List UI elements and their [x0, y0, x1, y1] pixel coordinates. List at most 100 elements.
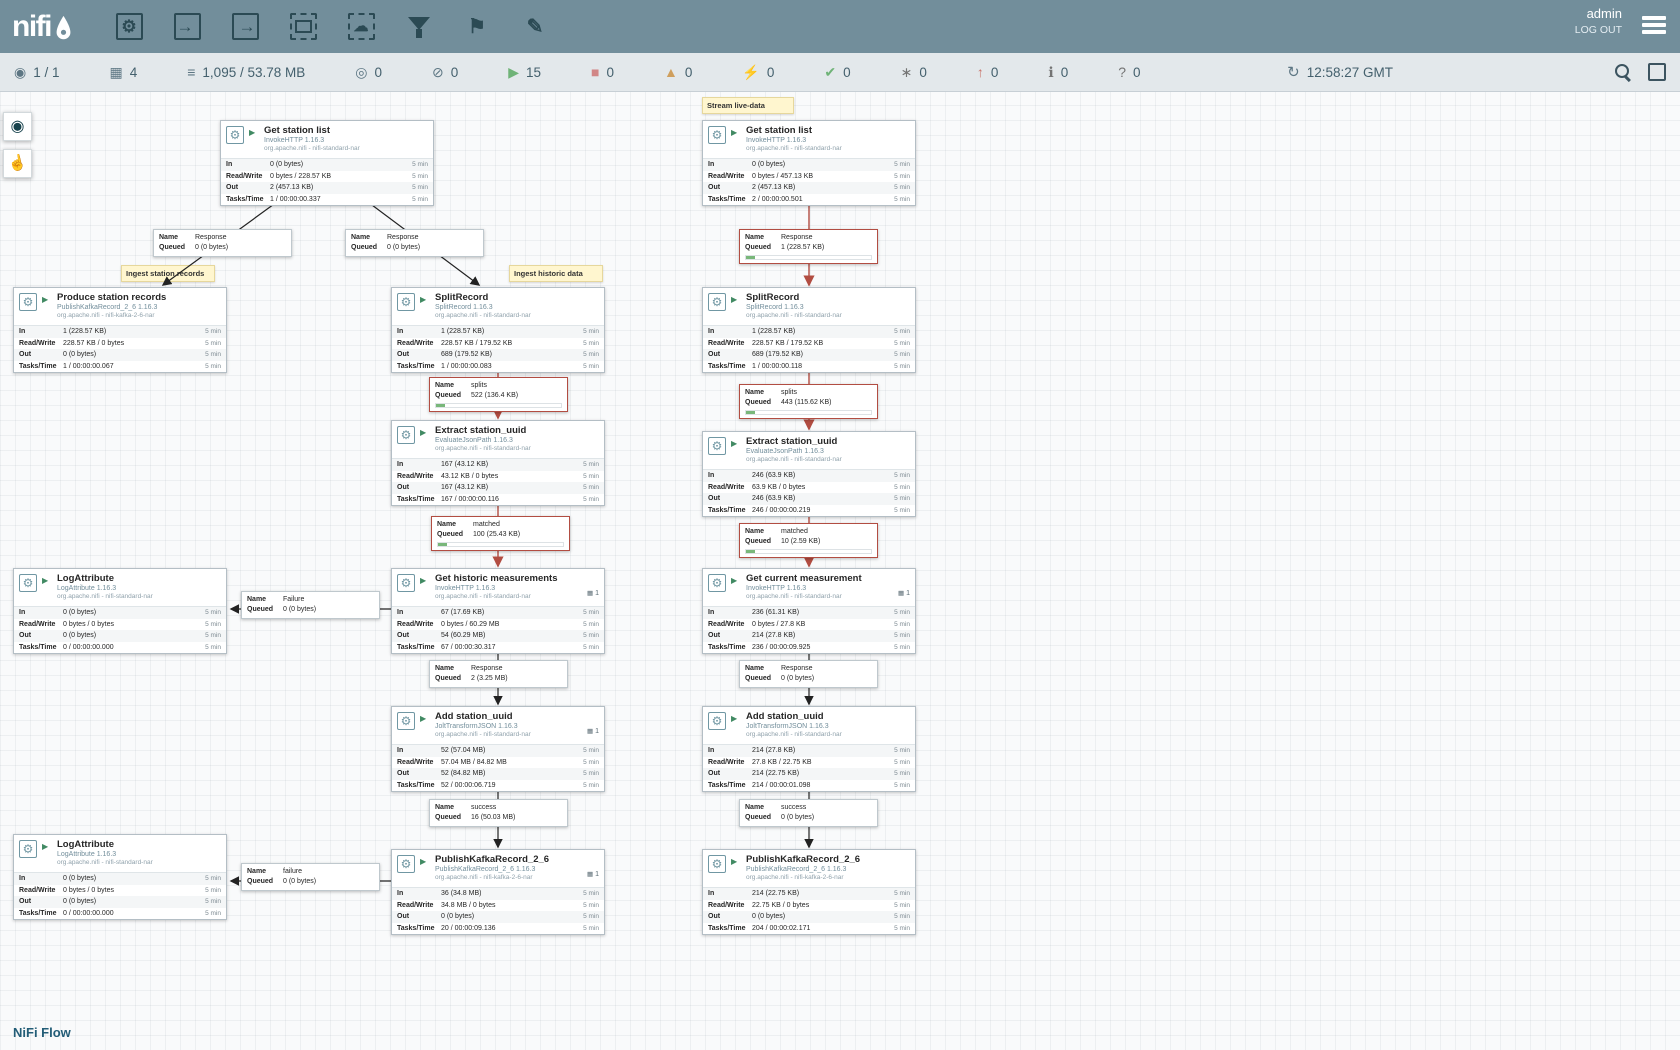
connection-name-key: Name: [745, 388, 781, 398]
stat-label: Out: [708, 770, 752, 777]
stat-value: 57.04 MB / 84.82 MB: [441, 759, 507, 766]
toolbar-label-button[interactable]: ✎: [517, 7, 553, 47]
stat-window: 5 min: [583, 328, 599, 335]
processor-titles: PublishKafkaRecord_2_6 PublishKafkaRecor…: [746, 854, 910, 884]
status-sync-failure-versions: ? 0: [1118, 65, 1140, 80]
stat-row: Read/Write 22.75 KB / 0 bytes 5 min: [703, 900, 915, 912]
stat-value: 1 / 00:00:00.083: [441, 363, 492, 370]
connection-queued-key: Queued: [247, 605, 283, 615]
connection-label[interactable]: Name Response Queued 0 (0 bytes): [739, 660, 878, 688]
stat-window: 5 min: [583, 363, 599, 370]
processor-node[interactable]: ⚙ ▶ Extract station_uuid EvaluateJsonPat…: [702, 431, 916, 517]
connection-label[interactable]: Name failure Queued 0 (0 bytes): [241, 863, 380, 891]
connection-queued-value: 16 (50.03 MB): [471, 813, 515, 823]
processor-type-icon: ⚙: [19, 840, 37, 858]
logout-link[interactable]: LOG OUT: [1575, 24, 1622, 36]
connection-name-value: Response: [781, 664, 813, 674]
logo-text: nifi: [12, 12, 51, 42]
connection-queued-value: 100 (25.43 KB): [473, 530, 520, 540]
stat-window: 5 min: [583, 621, 599, 628]
processor-type: InvokeHTTP 1.16.3: [746, 585, 910, 592]
stat-label: In: [19, 875, 63, 882]
stat-row: In 36 (34.8 MB) 5 min: [392, 888, 604, 900]
toolbar-remote-process-group-button[interactable]: ☁: [343, 7, 379, 47]
stale-versions-icon: ↑: [977, 65, 984, 79]
stat-value: 167 / 00:00:00.116: [441, 496, 499, 503]
connection-queued-key: Queued: [437, 530, 473, 540]
toolbar-input-port-button[interactable]: →: [169, 7, 205, 47]
status-transmitting-remote-groups: ◎ 0: [355, 65, 382, 80]
processor-type: PublishKafkaRecord_2_6 1.16.3: [57, 304, 221, 311]
connection-name-row: Name Response: [159, 233, 286, 243]
stat-label: Out: [19, 632, 63, 639]
search-icon[interactable]: [1614, 63, 1632, 81]
global-menu-button[interactable]: [1642, 16, 1666, 37]
connection-label[interactable]: Name splits Queued 522 (136.4 KB): [429, 377, 568, 412]
processor-node[interactable]: ⚙ ▶ PublishKafkaRecord_2_6 PublishKafkaR…: [702, 849, 916, 935]
processor-type: EvaluateJsonPath 1.16.3: [435, 437, 599, 444]
processor-node[interactable]: ⚙ ▶ Get station list InvokeHTTP 1.16.3 o…: [702, 120, 916, 206]
processor-node[interactable]: ⚙ ▶ PublishKafkaRecord_2_6 PublishKafkaR…: [391, 849, 605, 935]
stat-value: 0 bytes / 60.29 MB: [441, 621, 499, 628]
processor-node[interactable]: ⚙ ▶ Extract station_uuid EvaluateJsonPat…: [391, 420, 605, 506]
connection-label[interactable]: Name Response Queued 0 (0 bytes): [345, 229, 484, 257]
processor-node[interactable]: ⚙ ▶ SplitRecord SplitRecord 1.16.3 org.a…: [702, 287, 916, 373]
processor-node[interactable]: ⚙ ▶ LogAttribute LogAttribute 1.16.3 org…: [13, 834, 227, 920]
canvas-label[interactable]: Ingest station records: [121, 265, 215, 282]
refresh-clock[interactable]: ↻ 12:58:27 GMT: [1287, 63, 1393, 81]
toolbar-output-port-button[interactable]: →: [227, 7, 263, 47]
processor-node[interactable]: ⚙ ▶ Add station_uuid JoltTransformJSON 1…: [391, 706, 605, 792]
running-state-icon: ▶: [420, 295, 426, 304]
processor-node[interactable]: ⚙ ▶ Produce station records PublishKafka…: [13, 287, 227, 373]
processor-stats: In 214 (27.8 KB) 5 min Read/Write 27.8 K…: [703, 744, 915, 791]
stat-window: 5 min: [894, 340, 910, 347]
connection-queued-value: 10 (2.59 KB): [781, 537, 820, 547]
connection-label[interactable]: Name matched Queued 10 (2.59 KB): [739, 523, 878, 558]
processor-node[interactable]: ⚙ ▶ Add station_uuid JoltTransformJSON 1…: [702, 706, 916, 792]
toolbar-funnel-button[interactable]: [401, 7, 437, 47]
connection-label[interactable]: Name success Queued 0 (0 bytes): [739, 799, 878, 827]
stat-label: Tasks/Time: [397, 925, 441, 932]
stat-row: Tasks/Time 236 / 00:00:09.925 5 min: [703, 642, 915, 654]
connection-label[interactable]: Name Response Queued 2 (3.25 MB): [429, 660, 568, 688]
stat-window: 5 min: [205, 609, 221, 616]
running-state-icon: ▶: [420, 857, 426, 866]
connection-name-value: success: [471, 803, 496, 813]
processor-stats: In 52 (57.04 MB) 5 min Read/Write 57.04 …: [392, 744, 604, 791]
breadcrumb[interactable]: NiFi Flow: [13, 1025, 71, 1040]
stat-window: 5 min: [583, 632, 599, 639]
connection-queued-key: Queued: [435, 813, 471, 823]
stat-label: Read/Write: [397, 340, 441, 347]
toolbar-processor-button[interactable]: ⚙: [111, 7, 147, 47]
stat-row: In 0 (0 bytes) 5 min: [14, 873, 226, 885]
stat-window: 5 min: [583, 644, 599, 651]
processor-node[interactable]: ⚙ ▶ Get historic measurements InvokeHTTP…: [391, 568, 605, 654]
navigate-palette-toggle[interactable]: ◉: [3, 112, 32, 141]
processor-node[interactable]: ⚙ ▶ Get current measurement InvokeHTTP 1…: [702, 568, 916, 654]
canvas-label[interactable]: Ingest historic data: [509, 265, 603, 282]
processor-node[interactable]: ⚙ ▶ LogAttribute LogAttribute 1.16.3 org…: [13, 568, 227, 654]
operate-palette-toggle[interactable]: ☝: [3, 149, 32, 178]
canvas-label[interactable]: Stream live-data: [702, 97, 794, 114]
stat-value: 0 bytes / 0 bytes: [63, 621, 114, 628]
panel-toggle-icon[interactable]: [1648, 63, 1666, 81]
toolbar-process-group-button[interactable]: [285, 7, 321, 47]
connection-label[interactable]: Name Response Queued 0 (0 bytes): [153, 229, 292, 257]
processor-header: ⚙ ▶ SplitRecord SplitRecord 1.16.3 org.a…: [703, 288, 915, 325]
stat-label: In: [708, 747, 752, 754]
connection-label[interactable]: Name Response Queued 1 (228.57 KB): [739, 229, 878, 264]
connection-label[interactable]: Name success Queued 16 (50.03 MB): [429, 799, 568, 827]
processor-node[interactable]: ⚙ ▶ Get station list InvokeHTTP 1.16.3 o…: [220, 120, 434, 206]
stat-value: 214 (27.8 KB): [752, 747, 795, 754]
connection-label[interactable]: Name matched Queued 100 (25.43 KB): [431, 516, 570, 551]
refresh-icon[interactable]: ↻: [1287, 63, 1300, 81]
processor-node[interactable]: ⚙ ▶ SplitRecord SplitRecord 1.16.3 org.a…: [391, 287, 605, 373]
processor-stats: In 67 (17.69 KB) 5 min Read/Write 0 byte…: [392, 606, 604, 653]
stat-row: Read/Write 228.57 KB / 0 bytes 5 min: [14, 338, 226, 350]
toolbar-template-button[interactable]: ⚑: [459, 7, 495, 47]
connection-name-row: Name failure: [247, 867, 374, 877]
connection-label[interactable]: Name splits Queued 443 (115.62 KB): [739, 384, 878, 419]
connection-label[interactable]: Name Failure Queued 0 (0 bytes): [241, 591, 380, 619]
stat-window: 5 min: [894, 507, 910, 514]
